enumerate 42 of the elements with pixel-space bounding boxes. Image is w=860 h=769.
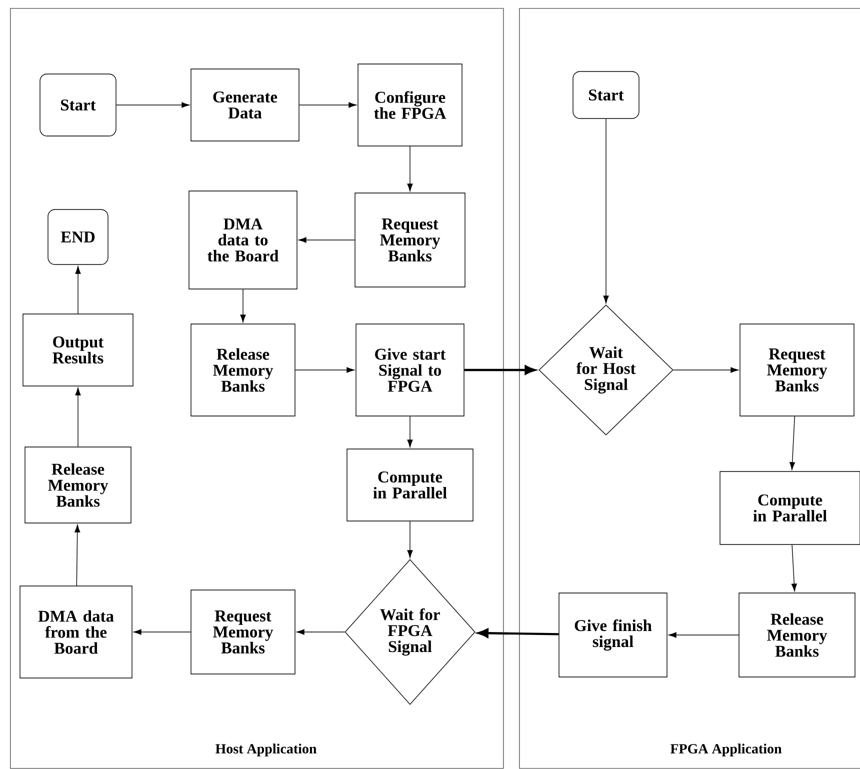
arrow bbox=[673, 367, 738, 373]
arrow bbox=[478, 628, 559, 638]
arrow bbox=[134, 629, 191, 635]
arrow bbox=[298, 237, 355, 243]
arrow bbox=[240, 289, 246, 322]
terminal-box: Start bbox=[572, 71, 640, 119]
process-box: DMA data from the Board bbox=[20, 586, 132, 678]
arrow bbox=[464, 365, 536, 375]
process-box: Request Memory Banks bbox=[740, 324, 854, 416]
process-box: Give finish signal bbox=[558, 592, 668, 678]
process-box: Release Memory Banks bbox=[24, 446, 132, 524]
process-box: Request Memory Banks bbox=[190, 590, 296, 674]
lane-panel bbox=[10, 8, 504, 769]
arrow bbox=[299, 102, 356, 108]
arrow bbox=[407, 521, 413, 558]
process-box: Compute in Parallel bbox=[720, 471, 860, 545]
lane-heading: FPGA Application bbox=[670, 744, 782, 756]
process-box: Generate Data bbox=[190, 68, 300, 142]
process-box: Release Memory Banks bbox=[738, 592, 856, 678]
process-box: Give start Signal to FPGA bbox=[356, 324, 464, 416]
arrow bbox=[407, 146, 413, 192]
process-box: Output Results bbox=[22, 314, 134, 386]
process-box: Request Memory Banks bbox=[354, 192, 466, 288]
arrow bbox=[296, 629, 345, 635]
process-box: DMA data to the Board bbox=[188, 190, 298, 290]
arrow bbox=[668, 632, 739, 638]
arrow bbox=[75, 266, 81, 314]
arrow bbox=[407, 416, 413, 448]
arrow bbox=[74, 524, 80, 586]
arrow bbox=[75, 388, 81, 447]
terminal-box: END bbox=[48, 209, 108, 265]
arrow bbox=[790, 416, 796, 470]
lane-panel bbox=[519, 8, 860, 769]
process-box: Compute in Parallel bbox=[346, 448, 474, 522]
process-box: Release Memory Banks bbox=[190, 324, 296, 416]
arrow bbox=[603, 118, 609, 304]
lane-heading: Host Application bbox=[215, 744, 317, 756]
terminal-box: Start bbox=[40, 74, 116, 136]
arrow bbox=[791, 544, 797, 592]
arrow bbox=[295, 367, 354, 373]
process-box: Configure the FPGA bbox=[358, 64, 462, 146]
arrow bbox=[116, 102, 190, 108]
